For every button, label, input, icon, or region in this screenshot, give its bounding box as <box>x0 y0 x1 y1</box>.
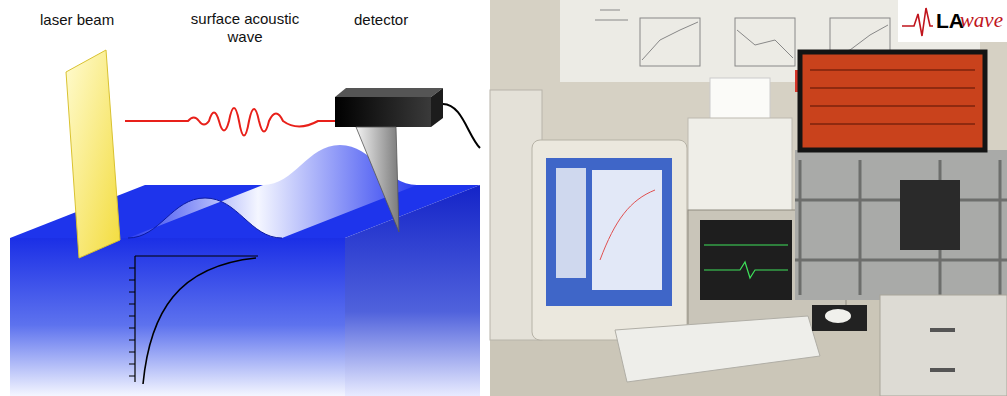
chart-line <box>642 22 698 60</box>
mouse <box>825 309 851 323</box>
printer <box>688 118 792 214</box>
profile-ticks <box>129 268 135 376</box>
chart-line <box>737 30 793 58</box>
bump-edge <box>128 198 282 238</box>
block-front <box>10 238 345 396</box>
laser-fins <box>810 70 975 124</box>
screen-window <box>556 168 586 278</box>
drawers <box>880 295 1007 396</box>
logo-text: LA <box>936 8 964 33</box>
detector-label: detector <box>354 11 408 29</box>
laser-label: laser beam <box>40 11 114 29</box>
sample-stage <box>900 180 960 250</box>
wall <box>490 0 1007 396</box>
lab-photo <box>490 0 1007 396</box>
optical-bench <box>795 150 1007 300</box>
logo-text: wave <box>960 8 1003 33</box>
laser-sheet <box>66 50 120 258</box>
logo-pulse <box>902 8 933 36</box>
poster-text-lines <box>595 10 628 20</box>
detector-cable <box>443 104 480 148</box>
detector-box <box>335 88 480 232</box>
detector-top <box>335 88 443 97</box>
laser-housing <box>800 52 985 150</box>
logo-ground <box>898 0 1007 42</box>
profile-top <box>135 255 258 256</box>
keyboard <box>615 316 820 382</box>
mouse-pad <box>812 305 867 331</box>
drawer-handles <box>930 330 955 370</box>
wave-label: surface acoustic wave <box>180 10 310 46</box>
detector-probe <box>356 127 399 232</box>
scope-screen <box>700 220 792 300</box>
monitor <box>532 140 687 340</box>
decay-curve <box>143 258 256 384</box>
scope-trace <box>704 245 788 278</box>
chart-frame <box>735 18 795 66</box>
depth-profile <box>129 256 258 384</box>
bench-frame <box>795 160 1007 295</box>
wave-signal <box>125 108 342 136</box>
block-side <box>345 185 480 396</box>
detector-front <box>335 97 431 127</box>
screen-window <box>592 170 662 290</box>
profile-axis <box>134 256 135 382</box>
chart-frame <box>640 18 700 66</box>
detector-side <box>431 88 443 127</box>
monitor-screen <box>546 158 672 306</box>
screen-plot <box>600 190 655 260</box>
